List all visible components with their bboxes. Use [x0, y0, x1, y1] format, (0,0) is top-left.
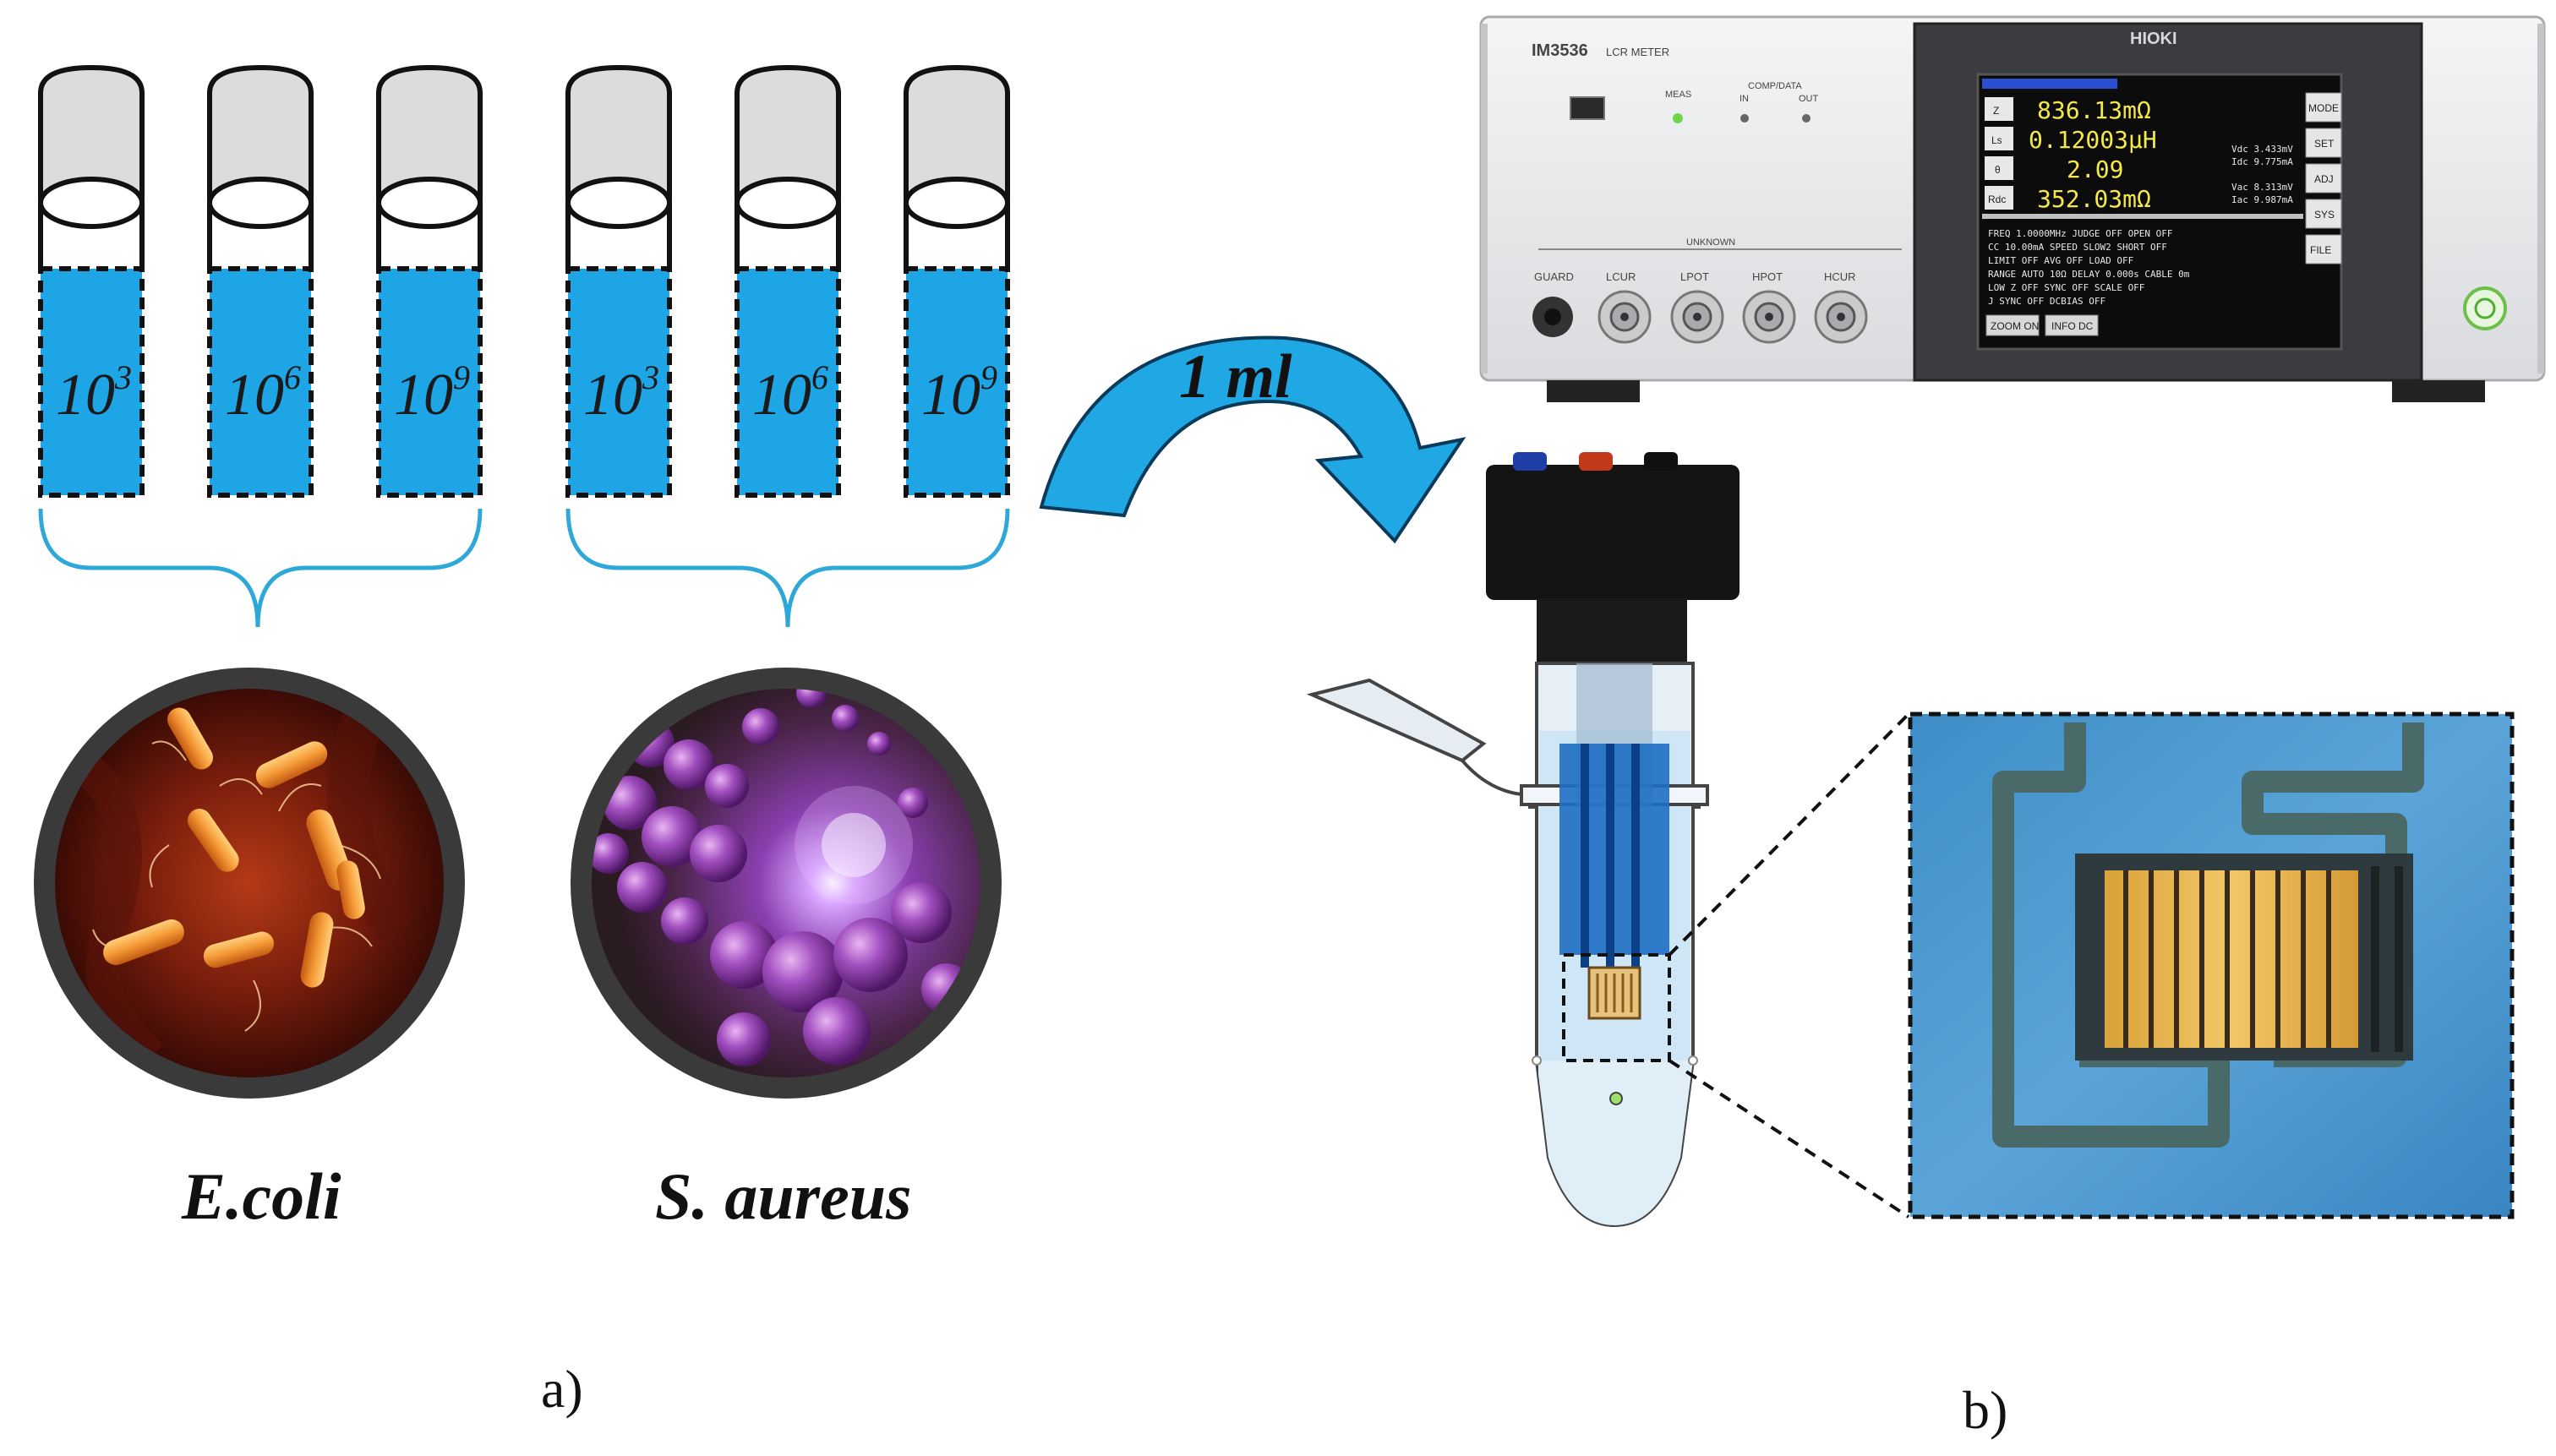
- svg-text:352.03mΩ: 352.03mΩ: [2037, 185, 2151, 213]
- unknown-label: UNKNOWN: [1686, 237, 1735, 248]
- settings-line: RANGE AUTO 10Ω DELAY 0.000s CABLE 0m: [1988, 269, 2190, 280]
- svg-text:2.09: 2.09: [2067, 155, 2123, 183]
- panel-label-b: b): [1963, 1380, 2007, 1440]
- svg-text:MODE: MODE: [2308, 102, 2339, 114]
- meter-model: IM3536: [1532, 41, 1588, 60]
- svg-text:θ: θ: [1995, 164, 2001, 176]
- sensor-micrograph: [1908, 712, 2515, 1219]
- terminal-label: GUARD: [1534, 270, 1574, 283]
- guard-terminal[interactable]: [1532, 297, 1573, 337]
- menu-button-file[interactable]: FILE: [2305, 234, 2342, 264]
- bnc-terminal[interactable]: [1598, 290, 1652, 344]
- tube-label: 106: [225, 358, 301, 428]
- reading-row: Z 836.13mΩ: [1985, 96, 2151, 124]
- species-label-ecoli: E.coli: [181, 1159, 341, 1233]
- terminal-label: LCUR: [1606, 270, 1636, 283]
- ecoli-micrograph: [34, 668, 465, 1099]
- reading-row: Ls 0.12003μH: [1985, 126, 2157, 154]
- transfer-arrow: 1 ml: [1039, 335, 1466, 544]
- menu-button-mode[interactable]: MODE: [2305, 92, 2342, 123]
- svg-text:INFO DC: INFO DC: [2051, 320, 2094, 332]
- terminal-label: LPOT: [1680, 270, 1709, 283]
- side-value: Vac 8.313mV: [2231, 182, 2293, 193]
- black-plug: [1644, 452, 1678, 471]
- brace-ecoli: [38, 508, 483, 628]
- saureus-micrograph: [571, 668, 1002, 1099]
- settings-line: LIMIT OFF AVG OFF LOAD OFF: [1988, 255, 2133, 266]
- settings-line: J SYNC OFF DCBIAS OFF: [1988, 296, 2105, 307]
- test-tube: 106: [735, 64, 841, 498]
- tube-label: 106: [752, 358, 828, 428]
- lcr-meter: IM3536 LCR METER MEAS COMP/DATA IN OUT U…: [1479, 15, 2546, 402]
- reading-row: θ 2.09: [1985, 155, 2123, 183]
- tube-label: 103: [56, 358, 132, 428]
- sensor-tube-assembly: [1306, 452, 1740, 1228]
- side-value: Iac 9.987mA: [2231, 194, 2293, 205]
- test-tube: 106: [207, 64, 314, 498]
- panel-label-a: a): [541, 1359, 583, 1419]
- comp-in-label: IN: [1740, 94, 1749, 104]
- test-tube-group: 103 106 109 103: [38, 64, 1010, 498]
- test-tube: 103: [38, 64, 145, 498]
- svg-text:Z: Z: [1993, 105, 1999, 117]
- usb-port[interactable]: [1570, 96, 1605, 120]
- svg-text:ADJ: ADJ: [2314, 173, 2334, 185]
- settings-line: CC 10.00mA SPEED SLOW2 SHORT OFF: [1988, 242, 2167, 253]
- side-value: Idc 9.775mA: [2231, 156, 2293, 167]
- svg-text:Ls: Ls: [1991, 134, 2002, 146]
- tube-label: 109: [394, 358, 470, 428]
- side-value: Vdc 3.433mV: [2231, 144, 2293, 155]
- svg-text:ZOOM ON: ZOOM ON: [1991, 320, 2039, 332]
- svg-text:836.13mΩ: 836.13mΩ: [2037, 96, 2151, 124]
- terminal-label: HPOT: [1752, 270, 1783, 283]
- species-label-saureus: S. aureus: [655, 1159, 911, 1233]
- tube-label: 109: [921, 358, 997, 428]
- menu-button-adj[interactable]: ADJ: [2305, 163, 2342, 194]
- bnc-terminal[interactable]: [1814, 290, 1868, 344]
- settings-line: FREQ 1.0000MHz JUDGE OFF OPEN OFF: [1988, 228, 2173, 239]
- comp-in-led: [1740, 114, 1749, 123]
- settings-line: LOW Z OFF SYNC OFF SCALE OFF: [1988, 282, 2144, 293]
- svg-text:FILE: FILE: [2310, 244, 2331, 256]
- tube-lid: [1306, 678, 1487, 763]
- bnc-terminal[interactable]: [1670, 290, 1724, 344]
- soft-key-info[interactable]: INFO DC: [2045, 314, 2099, 336]
- meas-led: [1673, 113, 1683, 123]
- menu-button-sys[interactable]: SYS: [2305, 199, 2342, 229]
- connector-block: [1486, 465, 1740, 600]
- zoom-line: [1668, 712, 1910, 957]
- svg-text:0.12003μH: 0.12003μH: [2029, 126, 2157, 154]
- comp-out-led: [1802, 114, 1810, 123]
- lcd-screen: [1976, 73, 2343, 351]
- svg-text:SYS: SYS: [2314, 209, 2335, 221]
- terminal-label: HCUR: [1824, 270, 1856, 283]
- test-tube: 109: [904, 64, 1010, 498]
- soft-key-zoom[interactable]: ZOOM ON: [1985, 314, 2040, 336]
- transfer-label: 1 ml: [1179, 342, 1292, 412]
- menu-button-set[interactable]: SET: [2305, 128, 2342, 158]
- meter-brand: HIOKI: [2130, 30, 2177, 48]
- comp-out-label: OUT: [1799, 94, 1819, 104]
- meter-model-suffix: LCR METER: [1606, 46, 1669, 58]
- interdigitated-electrode: [2105, 866, 2403, 1052]
- test-tube: 109: [376, 64, 483, 498]
- svg-text:SET: SET: [2314, 138, 2335, 150]
- blue-plug: [1513, 452, 1547, 471]
- bnc-terminal[interactable]: [1742, 290, 1796, 344]
- svg-text:Rdc: Rdc: [1988, 194, 2006, 205]
- tube-label: 103: [583, 358, 659, 428]
- reading-row: Rdc 352.03mΩ: [1985, 185, 2151, 213]
- power-button[interactable]: [2463, 286, 2507, 330]
- zoom-region: [1562, 953, 1671, 1062]
- test-tube: 103: [565, 64, 672, 498]
- brace-saureus: [565, 508, 1010, 628]
- zoom-line: [1668, 1059, 1910, 1219]
- meas-label: MEAS: [1665, 90, 1691, 100]
- red-plug: [1579, 452, 1613, 471]
- comp-label: COMP/DATA: [1748, 81, 1802, 91]
